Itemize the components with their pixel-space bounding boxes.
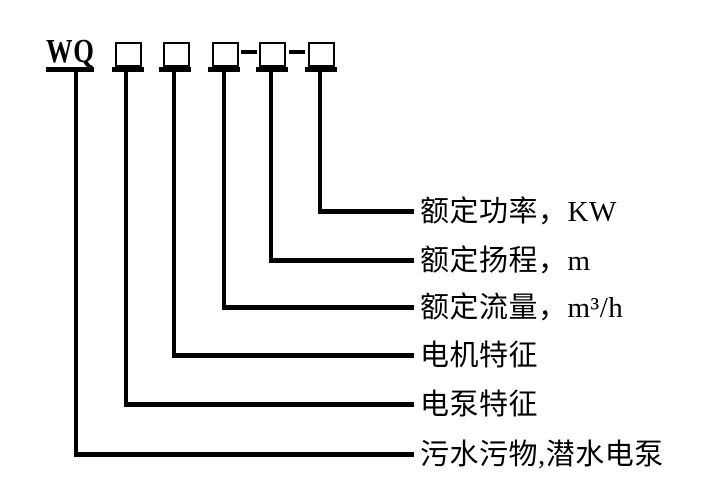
label-pump-feature: 电泵特征 [420,389,539,421]
underline-bar-box4 [256,67,288,72]
connector-line-motor-feature [172,353,414,358]
label-motor-feature: 电机特征 [420,340,539,372]
connector-line-rated-head [269,258,414,263]
stem-line-box4 [269,72,273,263]
code-box-3 [212,42,239,67]
underline-bar-box3 [208,67,240,72]
stem-line-box2 [172,72,176,358]
model-code-text: WQ [46,33,95,70]
connector-line-rated-flow [222,305,414,310]
dash-separator-2 [289,50,305,54]
underline-bar-code [46,67,94,72]
label-pump-type: 污水污物,潜水电泵 [420,439,664,471]
stem-line-code [74,72,78,457]
label-rated-flow: 额定流量，m³/h [420,292,624,324]
stem-line-box1 [124,72,128,407]
underline-bar-box5 [305,67,337,72]
code-box-5 [308,42,335,67]
stem-line-box5 [318,72,322,214]
code-box-1 [115,42,142,67]
connector-line-pump-feature [124,402,414,407]
code-box-2 [163,42,190,67]
underline-bar-box1 [112,67,144,72]
stem-line-box3 [222,72,226,310]
connector-line-pump-type [74,452,414,457]
code-box-4 [259,42,286,67]
label-rated-power: 额定功率，KW [420,196,617,228]
dash-separator-1 [241,50,257,54]
underline-bar-box2 [159,67,191,72]
label-rated-head: 额定扬程，m [420,245,591,277]
connector-line-rated-power [318,209,414,214]
